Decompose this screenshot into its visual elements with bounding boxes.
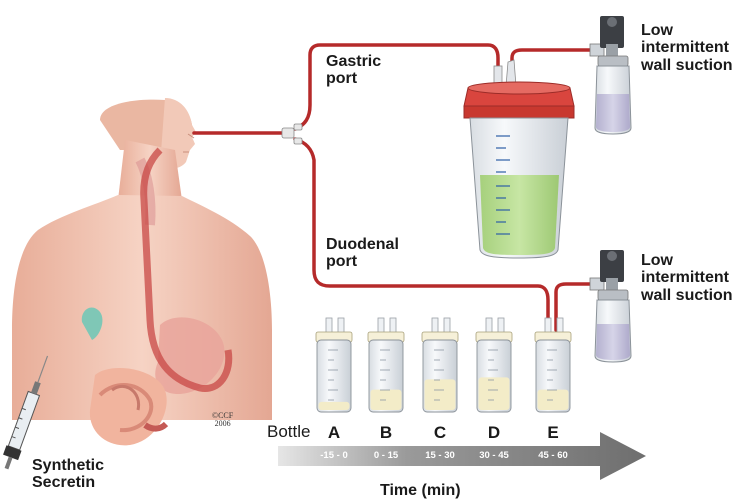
bottle-label-e: E xyxy=(547,423,559,442)
sample-bottle-e xyxy=(534,317,572,413)
bottle-label-a: A xyxy=(327,423,341,442)
sample-fluid-d xyxy=(478,377,510,410)
suction-unit-bottom xyxy=(589,250,632,363)
duodenal-tube xyxy=(293,137,550,332)
sample-bottle-d xyxy=(475,317,513,413)
gastric-fluid xyxy=(480,175,559,255)
sample-bottle-b xyxy=(367,317,405,413)
suction-tube-top xyxy=(510,48,596,82)
sample-fluid-c xyxy=(424,379,456,410)
copyright-notice: ©CCF 2006 xyxy=(212,411,234,428)
y-connector xyxy=(281,123,303,145)
time-axis-label: Time (min) xyxy=(380,482,461,499)
suction-label-top: Low intermittent wall suction xyxy=(641,22,733,74)
suction-unit-top xyxy=(589,16,632,135)
bottle-label-c: C xyxy=(433,423,447,442)
sample-bottle-c xyxy=(421,317,459,413)
suction-tube-bottom xyxy=(554,282,596,332)
synthetic-secretin-label: Synthetic Secretin xyxy=(32,457,105,492)
bottle-label-b: B xyxy=(379,423,393,442)
duodenal-port-label: Duodenal port xyxy=(326,236,399,271)
time-range-c: 15 - 30 xyxy=(425,450,455,461)
bottle-label-d: D xyxy=(487,423,501,442)
sample-fluid-a xyxy=(318,401,350,410)
gastric-port-label: Gastric port xyxy=(326,53,382,88)
time-arrow xyxy=(278,432,646,480)
tubing xyxy=(192,43,596,332)
gastric-tube xyxy=(293,43,500,131)
human-torso-illustration xyxy=(12,98,272,446)
gastric-collection-canister xyxy=(463,59,575,259)
sample-bottle-a xyxy=(315,317,353,413)
sample-bottles xyxy=(315,317,572,413)
time-range-e: 45 - 60 xyxy=(538,450,568,461)
suction-label-bottom: Low intermittent wall suction xyxy=(641,252,733,304)
time-range-b: 0 - 15 xyxy=(373,450,399,461)
time-range-d: 30 - 45 xyxy=(479,450,509,461)
syringe-icon xyxy=(3,355,49,470)
time-range-a: -15 - 0 xyxy=(320,450,348,461)
bottle-word-label: Bottle xyxy=(267,422,311,441)
